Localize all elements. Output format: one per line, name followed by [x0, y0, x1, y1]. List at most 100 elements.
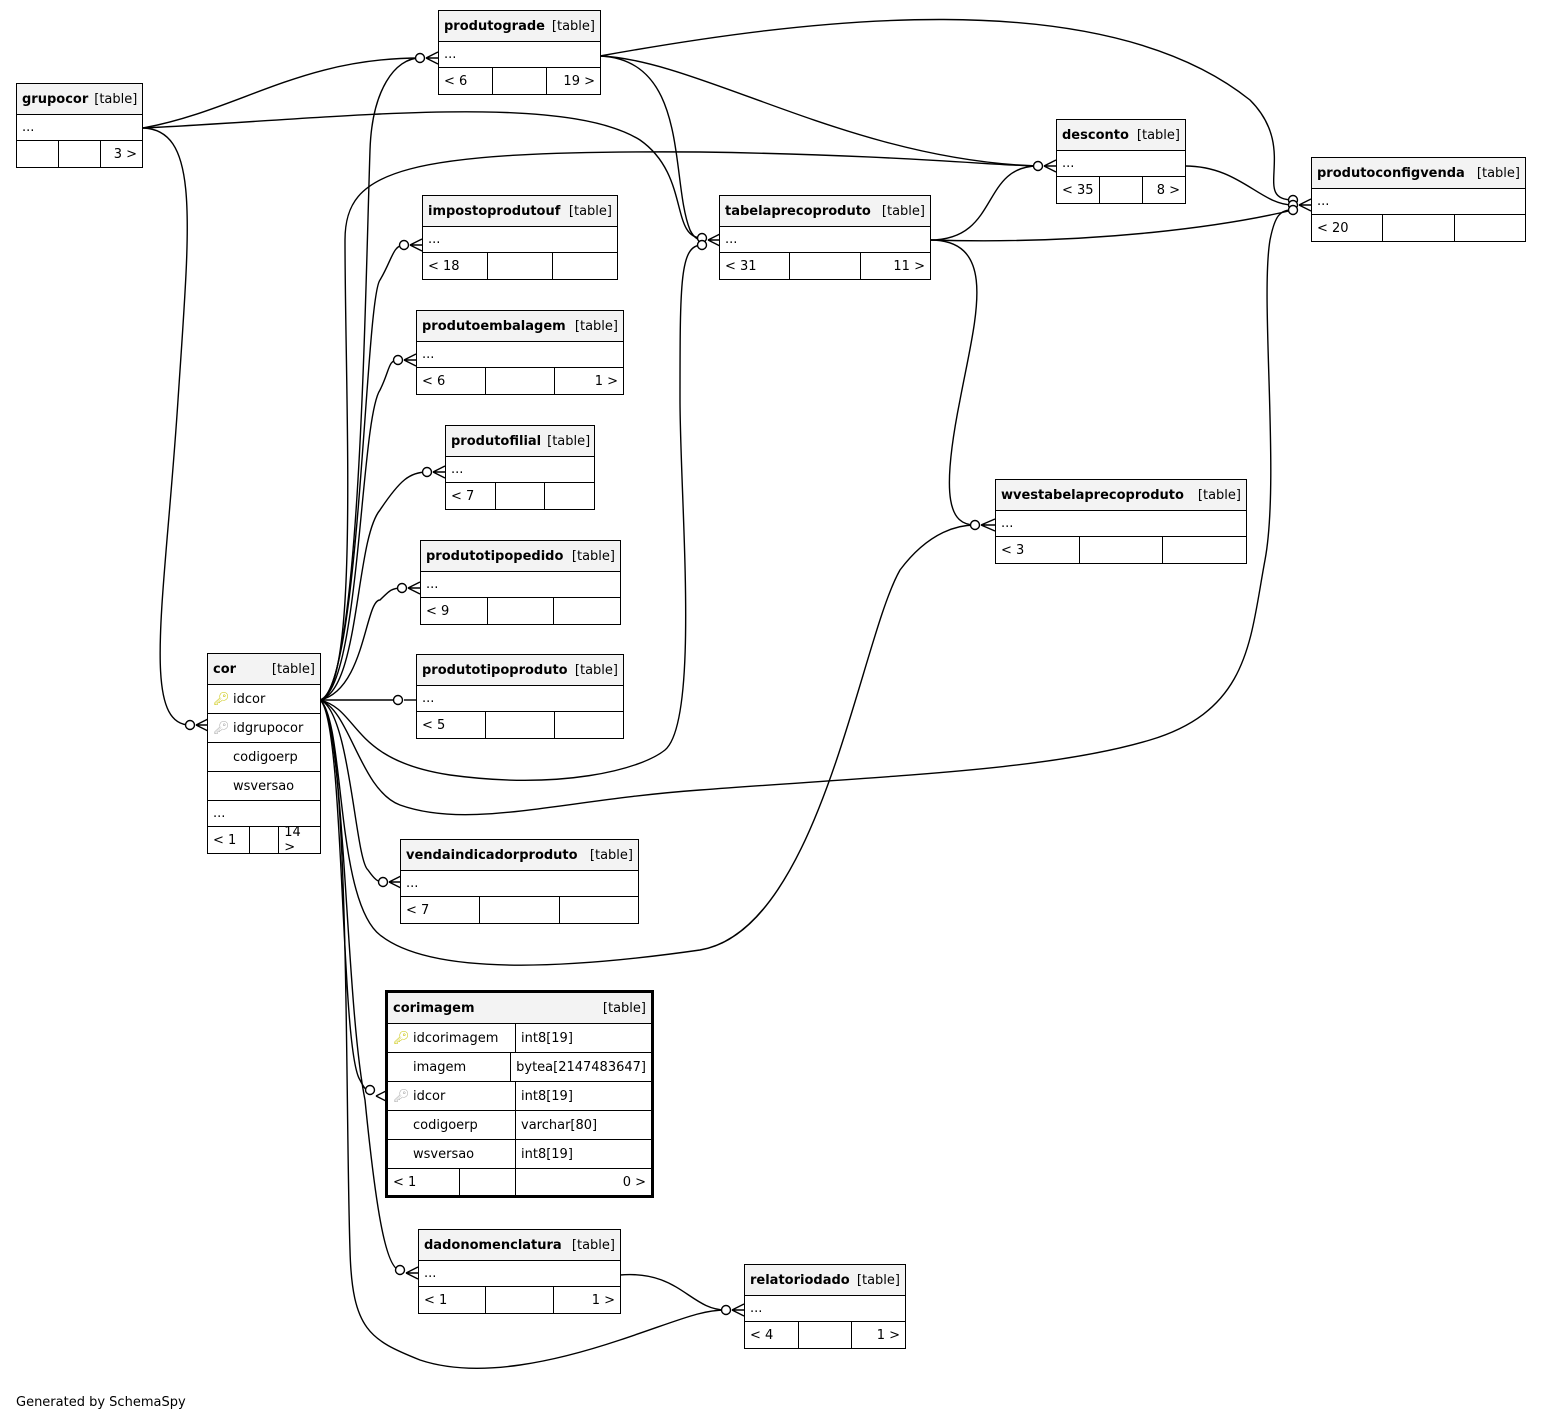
column-row[interactable]: 🔑︎idcorimagem int8[19]	[388, 1024, 651, 1053]
table-produtoconfigvenda[interactable]: produtoconfigvenda[table] ... < 20	[1311, 157, 1526, 242]
parent-count[interactable]: < 20	[1312, 215, 1384, 241]
column-name: wsversao	[413, 1146, 475, 1162]
row-count	[480, 897, 560, 923]
table-footer: < 5	[417, 712, 623, 738]
column-type: int8[19]	[521, 1146, 573, 1162]
edge-cor-corimagem	[319, 699, 371, 1091]
table-name: produtograde	[444, 18, 545, 34]
column-type: int8[19]	[521, 1030, 573, 1046]
parent-count[interactable]: < 35	[1057, 177, 1100, 203]
table-header: produtotipopedido[table]	[421, 541, 620, 572]
columns-ellipsis: ...	[996, 511, 1246, 537]
table-footer: < 9	[421, 598, 620, 624]
column-row[interactable]: 🔑︎idgrupocor	[208, 714, 320, 743]
child-count[interactable]: 1 >	[594, 373, 618, 389]
parent-count[interactable]: < 7	[401, 897, 481, 923]
edge-cor-relatoriodado	[319, 699, 727, 1369]
table-produtoembalagem[interactable]: produtoembalagem[table] ... < 6 1 >	[416, 310, 624, 395]
column-row[interactable]: 🔑︎idcor	[208, 685, 320, 714]
child-count[interactable]	[553, 253, 617, 279]
table-name: impostoprodutouf	[428, 203, 561, 219]
parent-count[interactable]: < 9	[421, 598, 488, 624]
column-row[interactable]: codigoerp	[208, 743, 320, 772]
parent-count[interactable]: < 6	[439, 68, 493, 94]
child-count[interactable]	[560, 897, 638, 923]
table-relatoriodado[interactable]: relatoriodado[table] ... < 4 1 >	[744, 1264, 906, 1349]
column-row[interactable]: 🔑︎idcor int8[19]	[388, 1082, 651, 1111]
table-impostoprodutouf[interactable]: impostoprodutouf[table] ... < 18	[422, 195, 618, 280]
row-count	[460, 1169, 516, 1195]
table-produtograde[interactable]: produtograde[table] ... < 6 19 >	[438, 10, 601, 95]
child-count[interactable]	[545, 483, 594, 509]
edge-cor-vendaindicadorproduto	[319, 699, 384, 883]
parent-count[interactable]: < 4	[745, 1322, 799, 1348]
table-name: produtotipoproduto	[422, 662, 568, 678]
table-name: cor	[213, 661, 237, 677]
table-dadonomenclatura[interactable]: dadonomenclatura[table] ... < 1 1 >	[418, 1229, 621, 1314]
edge-produtograde-desconto	[599, 55, 1039, 167]
column-type: bytea[2147483647]	[516, 1059, 646, 1075]
parent-count[interactable]: < 7	[446, 483, 496, 509]
child-count[interactable]	[1163, 537, 1246, 563]
table-name: produtofilial	[451, 433, 542, 449]
columns-ellipsis: ...	[421, 572, 620, 598]
child-count[interactable]: 1 >	[591, 1292, 615, 1308]
edge-tabelaprecoproduto-desconto	[929, 165, 1039, 241]
table-produtotipopedido[interactable]: produtotipopedido[table] ... < 9	[420, 540, 621, 625]
table-type: [table]	[1476, 165, 1520, 181]
edge-cor-wvestabelaprecoproduto	[319, 524, 976, 966]
edge-cor-impostoprodutouf	[319, 244, 405, 701]
edge-cor-produtoembalagem	[319, 359, 399, 701]
columns-ellipsis: ...	[417, 342, 623, 368]
column-row[interactable]: imagem bytea[2147483647]	[388, 1053, 651, 1082]
child-count[interactable]: 3 >	[113, 146, 137, 162]
table-cor[interactable]: cor[table] 🔑︎idcor 🔑︎idgrupocor codigoer…	[207, 653, 321, 855]
child-count[interactable]	[554, 598, 620, 624]
column-row[interactable]: wsversao	[208, 772, 320, 801]
columns-ellipsis: ...	[208, 801, 320, 827]
table-type: [table]	[856, 1272, 900, 1288]
table-grupocor[interactable]: grupocor[table] ... 3 >	[16, 83, 143, 168]
table-desconto[interactable]: desconto[table] ... < 35 8 >	[1056, 119, 1186, 204]
column-type: int8[19]	[521, 1088, 573, 1104]
table-tabelaprecoproduto[interactable]: tabelaprecoproduto[table] ... < 31 11 >	[719, 195, 931, 280]
parent-count[interactable]	[17, 141, 59, 167]
table-header: dadonomenclatura[table]	[419, 1230, 620, 1261]
table-name: desconto	[1062, 127, 1129, 143]
column-row[interactable]: codigoerp varchar[80]	[388, 1111, 651, 1140]
parent-count[interactable]: < 1	[388, 1169, 460, 1195]
child-count[interactable]	[555, 712, 623, 738]
table-produtofilial[interactable]: produtofilial[table] ... < 7	[445, 425, 595, 510]
table-type: [table]	[571, 548, 615, 564]
parent-count[interactable]: < 1	[208, 827, 250, 853]
parent-count[interactable]: < 31	[720, 253, 791, 279]
column-name: idcor	[233, 691, 266, 707]
child-count[interactable]: 8 >	[1156, 182, 1180, 198]
table-footer: < 7	[401, 897, 638, 923]
table-vendaindicadorproduto[interactable]: vendaindicadorproduto[table] ... < 7	[400, 839, 639, 924]
child-count[interactable]: 11 >	[893, 258, 925, 274]
parent-count[interactable]: < 3	[996, 537, 1080, 563]
column-name: imagem	[413, 1059, 467, 1075]
child-count[interactable]	[1455, 215, 1525, 241]
columns-ellipsis: ...	[1312, 189, 1525, 215]
table-name: relatoriodado	[750, 1272, 850, 1288]
edge-grupocor-produtograde	[142, 57, 421, 129]
table-corimagem[interactable]: corimagem[table] 🔑︎idcorimagem int8[19] …	[385, 990, 654, 1198]
parent-count[interactable]: < 1	[419, 1287, 487, 1313]
child-count[interactable]: 14 >	[284, 825, 301, 855]
edge-grupocor-cor	[142, 127, 191, 726]
column-row[interactable]: wsversao int8[19]	[388, 1140, 651, 1169]
child-count[interactable]: 1 >	[876, 1327, 901, 1343]
parent-count[interactable]: < 6	[417, 368, 486, 394]
column-name: idcorimagem	[413, 1030, 499, 1046]
child-count[interactable]: 0 >	[622, 1174, 646, 1190]
table-wvestabelaprecoproduto[interactable]: wvestabelaprecoproduto[table] ... < 3	[995, 479, 1247, 564]
parent-count[interactable]: < 5	[417, 712, 486, 738]
parent-count[interactable]: < 18	[423, 253, 488, 279]
row-count	[493, 68, 547, 94]
table-header: produtofilial[table]	[446, 426, 594, 457]
table-produtotipoproduto[interactable]: produtotipoproduto[table] ... < 5	[416, 654, 624, 739]
foreign-key-icon: 🔑︎	[213, 720, 230, 736]
child-count[interactable]: 19 >	[563, 73, 595, 89]
